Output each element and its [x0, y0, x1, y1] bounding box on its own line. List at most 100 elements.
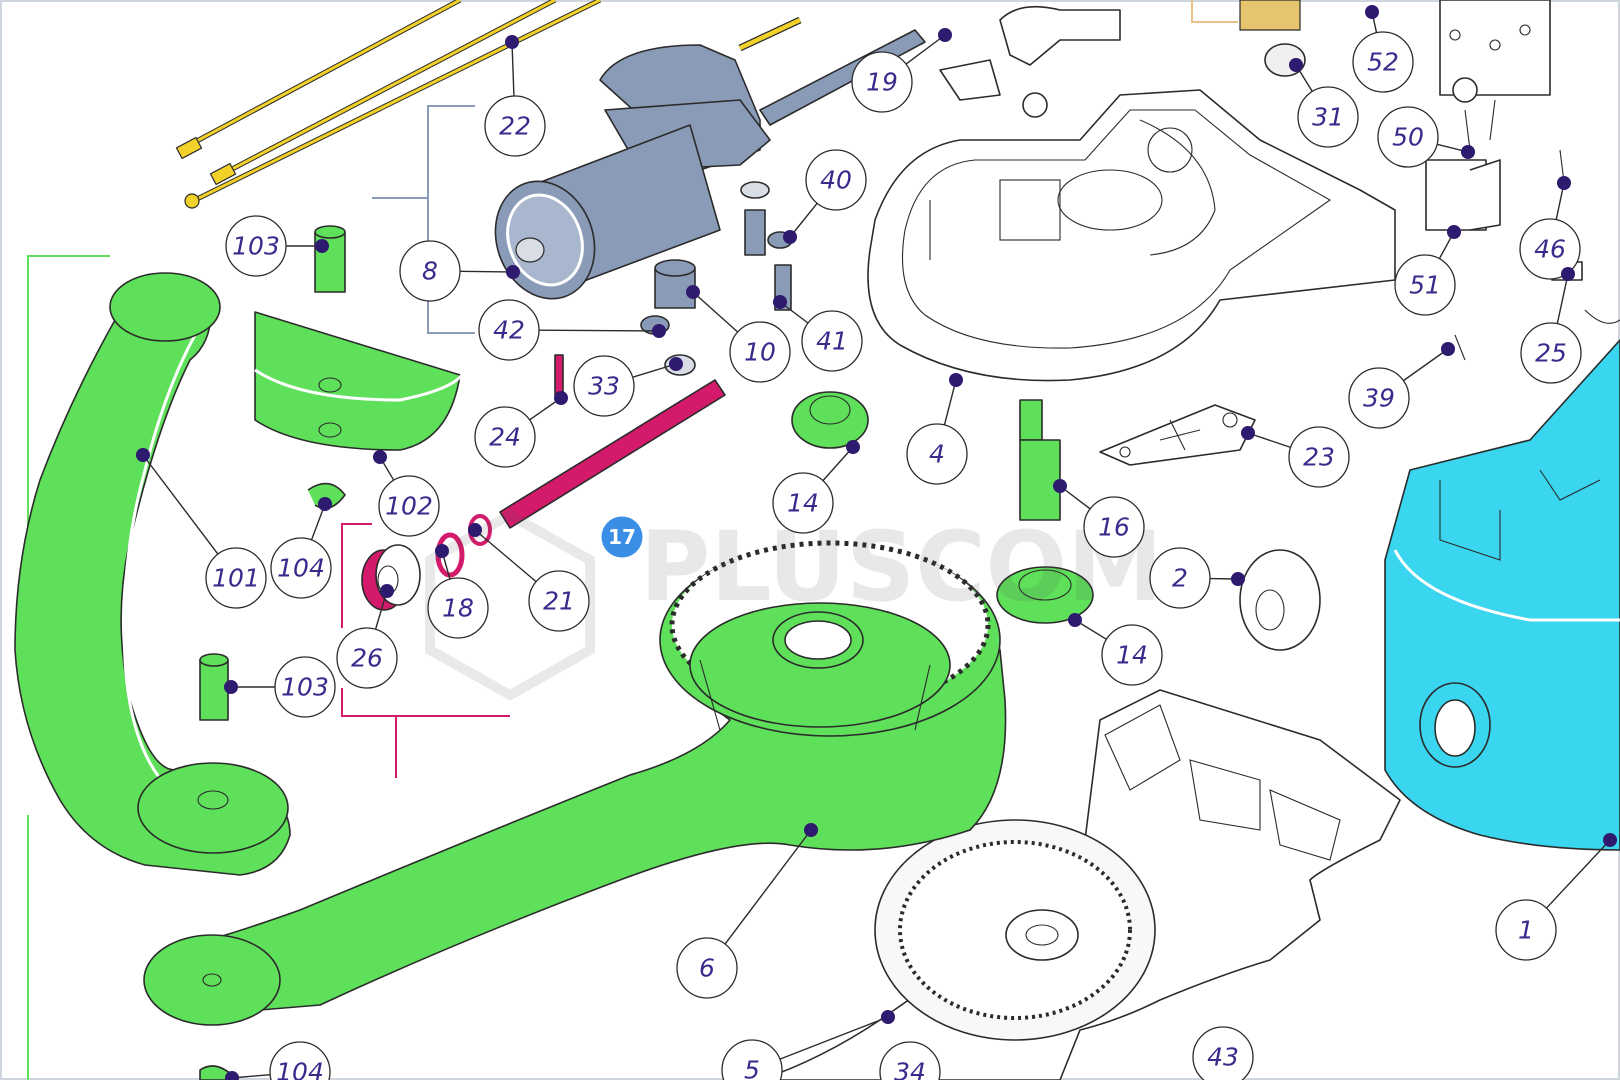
callout-circle: [1101, 624, 1163, 686]
leader-line: [632, 363, 677, 378]
callout-label: 103: [281, 673, 329, 702]
callout-circle: [805, 149, 867, 211]
leader-dot: [1053, 479, 1067, 493]
callout-label: 39: [1363, 384, 1395, 413]
callout-8: 8: [399, 240, 520, 302]
callout-102: 102: [373, 450, 440, 537]
callout-1: 1: [1495, 833, 1617, 961]
callout-label: 14: [1116, 641, 1148, 670]
callout-104: 104: [270, 497, 332, 599]
leader-dot: [773, 295, 787, 309]
callout-label: 24: [489, 423, 521, 452]
leader-dot: [554, 391, 568, 405]
callout-circle: [879, 1041, 941, 1080]
callout-label: 2: [1172, 564, 1188, 593]
callout-label: 10: [744, 338, 776, 367]
callout-label: 8: [422, 257, 438, 286]
leader-dot: [686, 285, 700, 299]
leader-dot: [315, 239, 329, 253]
callout-52: 52: [1352, 5, 1414, 93]
callout-circle: [1377, 106, 1439, 168]
callout-circle: [1519, 218, 1581, 280]
callout-103: 103: [224, 656, 336, 718]
leader-dot: [652, 324, 666, 338]
callout-circle: [801, 310, 863, 372]
callout-16: 16: [1053, 479, 1145, 558]
callout-circle: [399, 240, 461, 302]
leader-dot: [1557, 176, 1571, 190]
leader-dot: [938, 28, 952, 42]
leader-line: [459, 270, 514, 273]
callout-2: 2: [1149, 547, 1245, 609]
leader-dot: [804, 823, 818, 837]
group-bracket-motor: [372, 105, 475, 334]
callout-label: 4: [929, 440, 945, 469]
callout-label: 5: [744, 1056, 760, 1080]
leader-line: [779, 1016, 889, 1060]
callout-23: 23: [1241, 426, 1350, 488]
callout-circle: [474, 406, 536, 468]
callout-circle: [1352, 31, 1414, 93]
callout-circle: [225, 215, 287, 277]
callout-circle: [270, 537, 332, 599]
callout-39: 39: [1348, 342, 1455, 429]
mounting-plate-part: [1099, 404, 1256, 466]
callout-41: 41: [773, 295, 863, 372]
callout-label: 25: [1535, 339, 1567, 368]
callout-10: 10: [686, 285, 791, 383]
leader-dot: [224, 680, 238, 694]
callout-14: 14: [772, 440, 860, 534]
callout-label: 33: [588, 372, 620, 401]
callout-circle: [205, 547, 267, 609]
callout-label: 101: [212, 564, 260, 593]
highlight-badge-label: 17: [608, 525, 636, 549]
callout-50: 50: [1377, 106, 1475, 168]
leader-line: [142, 454, 219, 555]
callout-circle: [1288, 426, 1350, 488]
shaft-bearing-parts: [791, 391, 1094, 624]
leader-line: [692, 291, 739, 333]
leader-dot: [1447, 225, 1461, 239]
leader-dot: [468, 523, 482, 537]
callout-label: 6: [699, 954, 715, 983]
group-bracket-green: [27, 255, 110, 1080]
highlight-badge: 17: [598, 513, 646, 561]
base-part: [759, 689, 1401, 1080]
leader-dot: [846, 440, 860, 454]
wire-harness: [175, 0, 802, 209]
leader-line: [474, 529, 537, 583]
callout-label: 41: [816, 327, 848, 356]
callout-label: 104: [276, 1058, 324, 1080]
leader-dot: [435, 544, 449, 558]
motor-part: [494, 29, 926, 300]
callout-5: 5: [721, 1010, 895, 1080]
leader-line: [511, 41, 515, 97]
group-bracket-magenta: [341, 523, 510, 778]
leader-line: [943, 379, 957, 426]
callout-42: 42: [478, 299, 666, 361]
leader-dot: [1461, 145, 1475, 159]
leader-dot: [1561, 267, 1575, 281]
leader-dot: [881, 1010, 895, 1024]
gearbox-housing-part: [867, 89, 1396, 382]
callout-circle: [1348, 367, 1410, 429]
callout-circle: [676, 937, 738, 999]
callout-6: 6: [676, 823, 818, 999]
callout-label: 50: [1392, 123, 1424, 152]
callout-103: 103: [225, 215, 329, 277]
callout-circle: [1495, 899, 1557, 961]
leader-line: [1403, 348, 1449, 382]
callout-circle: [1149, 547, 1211, 609]
callout-label: 1: [1518, 916, 1534, 945]
callout-104: 104: [225, 1041, 331, 1080]
callout-label: 21: [543, 587, 575, 616]
callout-101: 101: [136, 448, 267, 609]
callout-40: 40: [783, 149, 867, 244]
callout-circle: [1394, 254, 1456, 316]
callout-22: 22: [484, 35, 546, 157]
callout-label: 43: [1207, 1043, 1239, 1072]
green-shield-part: [254, 311, 464, 451]
callout-circle: [336, 627, 398, 689]
leader-line: [822, 446, 854, 482]
